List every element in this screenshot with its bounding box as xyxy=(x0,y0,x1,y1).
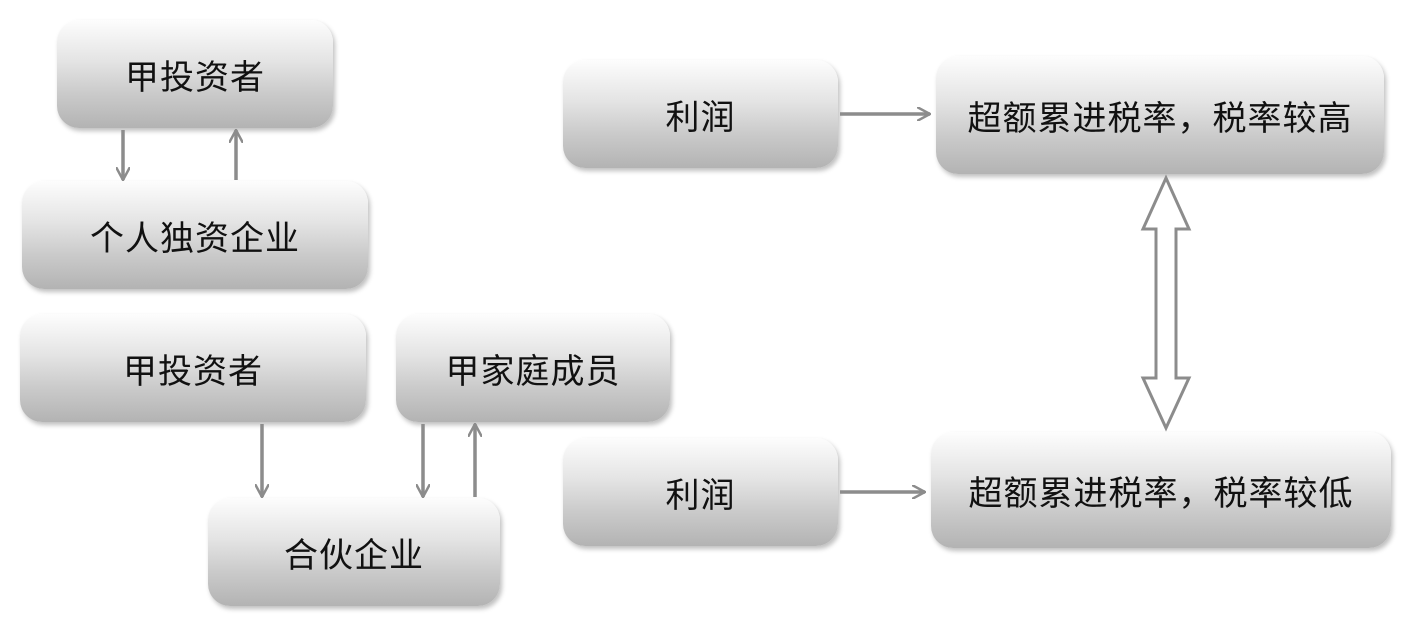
partnership-box: 合伙企业 xyxy=(208,498,500,606)
investor-label-bottom: 甲投资者 xyxy=(123,351,263,392)
family-member-label: 甲家庭成员 xyxy=(445,351,621,392)
investor-label-top: 甲投资者 xyxy=(125,57,265,98)
investor-box-bottom: 甲投资者 xyxy=(20,314,366,422)
high-rate-box: 超额累进税率，税率较高 xyxy=(936,56,1384,174)
profit-box-bottom: 利润 xyxy=(563,438,838,546)
sole-proprietorship-box: 个人独资企业 xyxy=(22,181,368,289)
profit-label-top: 利润 xyxy=(665,97,736,138)
profit-label-bottom: 利润 xyxy=(665,475,736,516)
high-rate-label: 超额累进税率，税率较高 xyxy=(967,98,1353,139)
low-rate-label: 超额累进税率，税率较低 xyxy=(968,473,1354,514)
low-rate-box: 超额累进税率，税率较低 xyxy=(931,432,1391,548)
sole-proprietorship-label: 个人独资企业 xyxy=(90,218,300,259)
profit-box-top: 利润 xyxy=(563,60,838,168)
partnership-label: 合伙企业 xyxy=(284,535,424,576)
double-arrow-comparison xyxy=(1140,174,1192,432)
family-member-box: 甲家庭成员 xyxy=(396,314,670,422)
investor-box-top: 甲投资者 xyxy=(57,20,333,128)
